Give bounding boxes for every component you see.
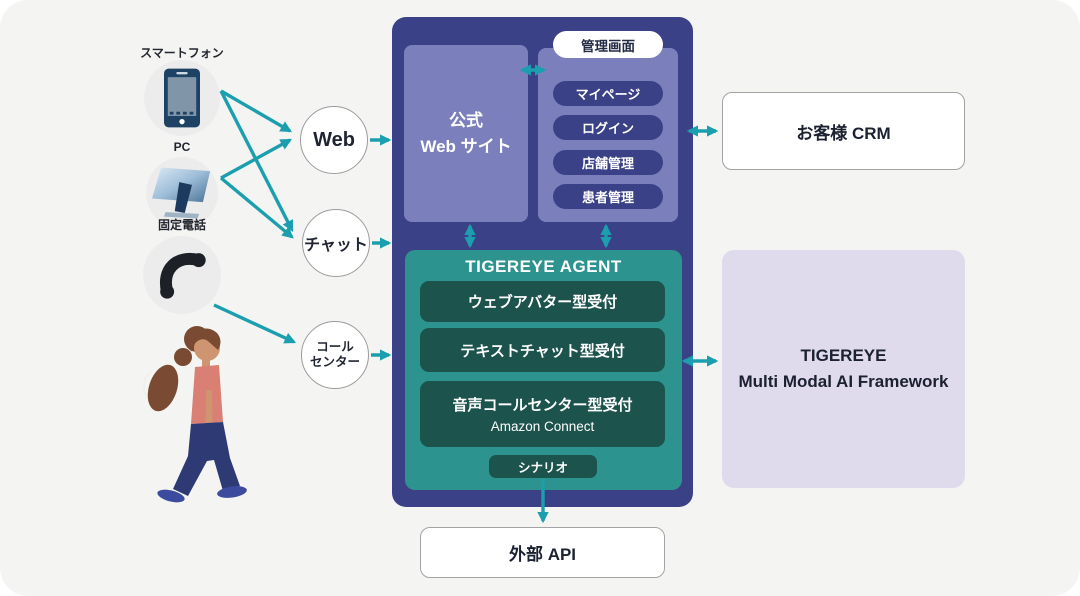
channel-call-center: コール センター [301, 321, 369, 389]
channel-chat: チャット [302, 209, 370, 277]
pc-icon [146, 157, 218, 229]
walking-woman-illustration [133, 312, 261, 513]
arrow-smartphone-to-web [220, 89, 293, 133]
official-website-box: 公式 Web サイト [404, 45, 528, 222]
tigereye-framework-label: TIGEREYE Multi Modal AI Framework [738, 345, 949, 391]
tigereye-agent-title: TIGEREYE AGENT [465, 257, 622, 276]
admin-title-pill: 管理画面 [553, 31, 663, 58]
agent-module-voice-call-center: 音声コールセンター型受付 Amazon Connect [420, 381, 665, 447]
external-api-label: 外部 API [508, 545, 577, 564]
channel-chat-label: チャット [304, 237, 368, 254]
arrow-smartphone-to-chat [219, 90, 294, 233]
admin-item-patient-management: 患者管理 [553, 184, 663, 209]
smartphone-label: スマートフォン [140, 46, 224, 60]
smartphone-icon [144, 60, 220, 136]
admin-title-label: 管理画面 [581, 38, 635, 54]
tigereye-framework-box: TIGEREYE Multi Modal AI Framework [722, 250, 965, 488]
agent-module-web-avatar: ウェブアバター型受付 [420, 281, 665, 322]
agent-module-text-chat: テキストチャット型受付 [420, 328, 665, 372]
channel-web: Web [300, 106, 368, 174]
customer-crm-label: お客様 CRM [796, 123, 891, 143]
admin-item-mypage: マイページ [553, 81, 663, 106]
external-api-box: 外部 API [420, 527, 665, 578]
channel-web-label: Web [313, 128, 355, 151]
landline-label: 固定電話 [157, 218, 206, 232]
customer-crm-box: お客様 CRM [722, 92, 965, 170]
pc-label: PC [173, 140, 191, 154]
landline-phone-icon [143, 236, 221, 314]
channel-call-center-label: コール センター [309, 340, 360, 369]
official-website-label: 公式 Web サイト [420, 111, 512, 156]
admin-item-store-management: 店舗管理 [553, 150, 663, 175]
admin-item-login: ログイン [553, 115, 663, 140]
agent-scenario-pill: シナリオ [489, 455, 597, 478]
